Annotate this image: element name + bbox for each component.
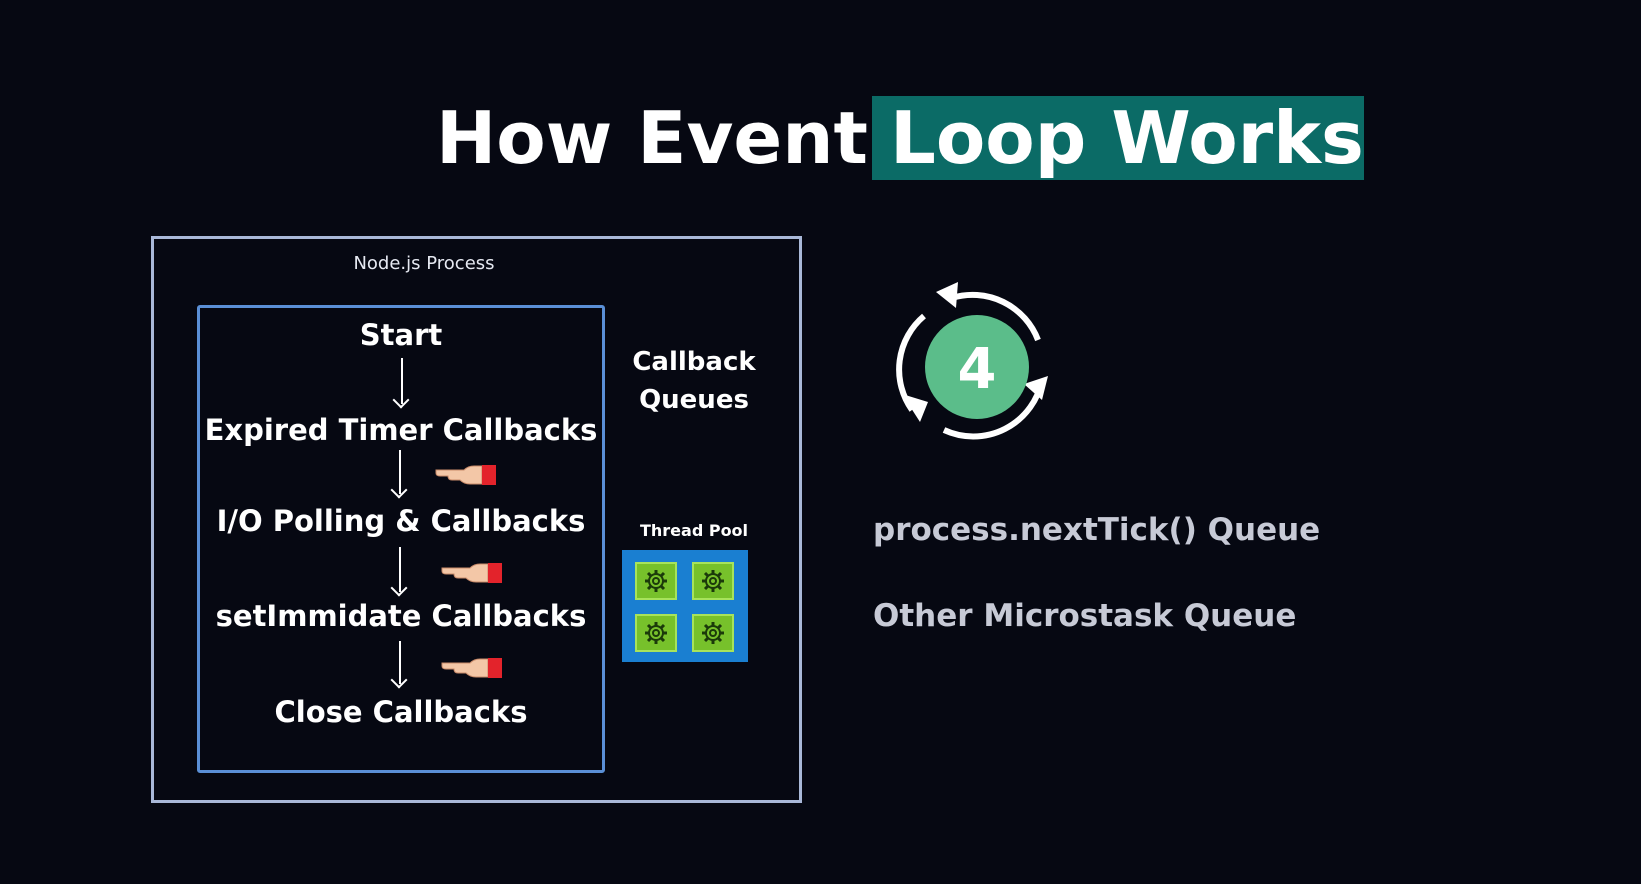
arrow-down-icon (399, 547, 401, 592)
callback-queues-line2: Queues (639, 385, 749, 415)
nodejs-process-box: Node.js Process Start Expired Timer Call… (151, 236, 802, 803)
event-loop-box: Start Expired Timer Callbacks I/O Pollin… (197, 305, 605, 773)
next-tick-queue-label: process.nextTick() Queue (873, 512, 1321, 548)
cycle-number: 4 (958, 337, 997, 402)
phase-setimmediate: setImmidate Callbacks (215, 599, 587, 633)
microtask-queue-label: Other Microstask Queue (873, 598, 1297, 634)
title-part-highlight: Loop Works (871, 96, 1364, 180)
phase-start: Start (359, 318, 443, 352)
pointing-hand-icon (441, 563, 502, 583)
pointing-hand-icon (441, 658, 502, 678)
gear-icon (635, 562, 677, 600)
arrow-down-icon (399, 641, 401, 684)
thread-pool (622, 550, 748, 662)
title-part-plain: How Event (436, 96, 868, 180)
cycle-circle (925, 315, 1029, 419)
thread-pool-label: Thread Pool (639, 521, 749, 540)
arrow-down-icon (399, 450, 401, 494)
pointing-hand-icon (435, 465, 496, 485)
phase-close-callbacks: Close Callbacks (274, 695, 528, 729)
gear-icon (692, 614, 734, 652)
gear-icon (635, 614, 677, 652)
phase-expired-timers: Expired Timer Callbacks (204, 413, 598, 447)
callback-queues-label: Callback Queues (624, 343, 764, 419)
event-loop-cycle-icon: 4 (896, 282, 1048, 440)
process-label: Node.js Process (353, 253, 495, 274)
callback-queues-line1: Callback (632, 347, 756, 377)
phase-io-polling: I/O Polling & Callbacks (216, 504, 586, 538)
gear-icon (692, 562, 734, 600)
arrow-down-icon (401, 358, 403, 404)
